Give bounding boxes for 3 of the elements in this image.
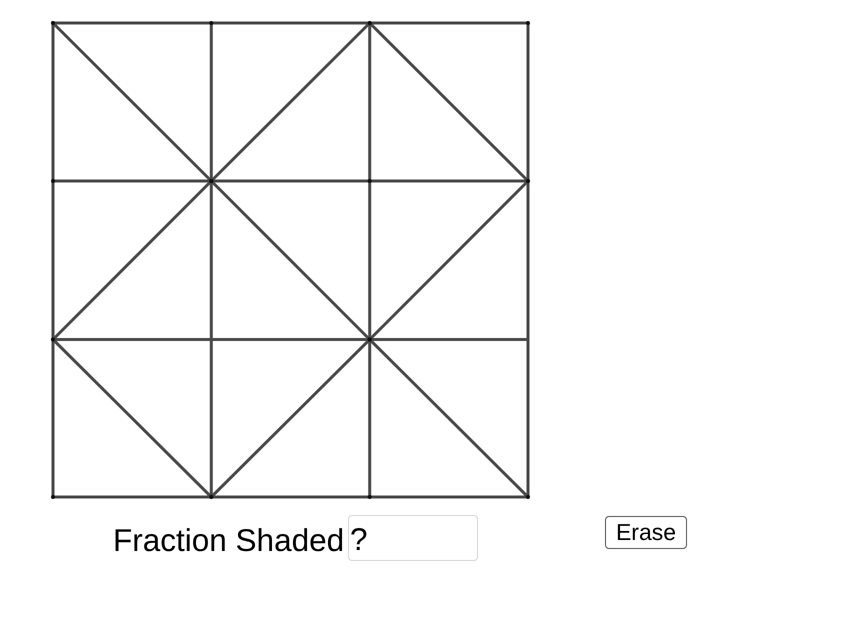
answer-input-field: ?	[348, 515, 478, 561]
prompt-text: Fraction Shaded	[113, 525, 344, 556]
erase-button: Erase	[605, 516, 687, 549]
